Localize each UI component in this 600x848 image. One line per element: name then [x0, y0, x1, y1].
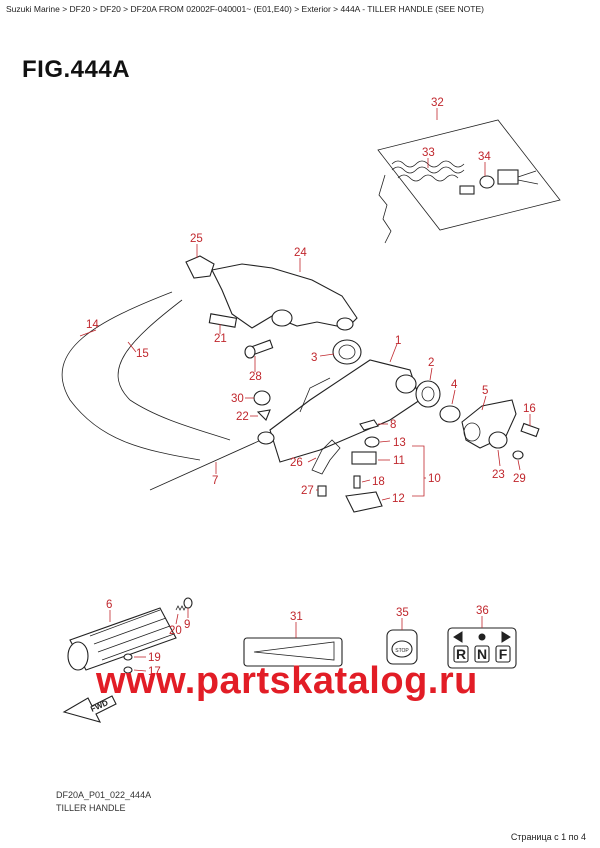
part-23-plate — [488, 431, 508, 449]
part-33-stop-lanyard — [378, 160, 475, 244]
part-8-bolt — [359, 419, 379, 431]
watermark: www.partskatalog.ru — [96, 660, 478, 702]
diagram-name: TILLER HANDLE — [56, 803, 126, 813]
callout-36[interactable]: 36 — [476, 605, 489, 617]
part-26-spring — [311, 439, 341, 475]
callout-17[interactable]: 17 — [148, 666, 161, 678]
callout-9[interactable]: 9 — [184, 619, 190, 631]
part-31-decal — [243, 637, 343, 667]
shift-label-f: F — [499, 646, 508, 662]
part-32-kit-box — [377, 119, 561, 231]
part-30-grommet — [253, 390, 271, 406]
breadcrumb[interactable]: Suzuki Marine > DF20 > DF20 > DF20A FROM… — [6, 4, 484, 14]
part-24-tiller-bracket — [211, 263, 358, 331]
stop-plate-label: STOP — [395, 648, 409, 654]
callout-16[interactable]: 16 — [523, 403, 536, 415]
part-14-throttle-cable — [61, 291, 201, 461]
part-12-adjuster-plate — [345, 491, 383, 513]
part-16-bolt — [520, 422, 540, 438]
part-36-shift-decal: R N F — [447, 627, 517, 669]
part-1-tiller-handle — [269, 359, 421, 463]
callout-14[interactable]: 14 — [86, 319, 99, 331]
part-17-screw — [123, 666, 133, 674]
part-11-adjuster — [351, 451, 377, 465]
callout-numbers: 32 33 34 25 24 14 15 21 28 3 1 2 4 5 16 … — [86, 97, 536, 678]
part-3-bushing — [332, 339, 362, 365]
callout-5[interactable]: 5 — [482, 385, 488, 397]
shift-label-r: R — [456, 646, 466, 662]
callout-27[interactable]: 27 — [301, 485, 314, 497]
part-35-stop-plate: STOP — [386, 629, 418, 665]
part-2-washer — [415, 380, 441, 408]
callout-18[interactable]: 18 — [372, 476, 385, 488]
diagram-code: DF20A_P01_022_444A — [56, 790, 152, 800]
part-29-screw — [512, 450, 524, 460]
part-19-screw — [123, 653, 133, 661]
part-15-throttle-cable — [117, 299, 231, 441]
callout-31[interactable]: 31 — [290, 611, 303, 623]
part-9-screw — [183, 597, 193, 609]
page-number: Страница с 1 по 4 — [510, 832, 586, 842]
callout-4[interactable]: 4 — [451, 379, 458, 391]
callout-1[interactable]: 1 — [395, 335, 401, 347]
part-6-throttle-grip — [67, 607, 177, 671]
part-34-stop-switch — [479, 169, 539, 189]
callout-10[interactable]: 10 — [428, 473, 441, 485]
callout-19[interactable]: 19 — [148, 652, 161, 664]
part-27-screw — [317, 485, 327, 497]
callout-29[interactable]: 29 — [513, 473, 526, 485]
shift-label-n: N — [477, 646, 487, 662]
callout-34[interactable]: 34 — [478, 151, 491, 163]
callout-24[interactable]: 24 — [294, 247, 307, 259]
part-4-bushing — [439, 405, 461, 423]
callout-25[interactable]: 25 — [190, 233, 203, 245]
callout-12[interactable]: 12 — [392, 493, 405, 505]
part-18-screw — [353, 475, 361, 489]
callout-22[interactable]: 22 — [236, 411, 249, 423]
part-22-clip — [256, 409, 271, 421]
callout-28[interactable]: 28 — [249, 371, 262, 383]
part-20-spring — [175, 605, 187, 611]
part-25-cable-bracket — [185, 255, 215, 279]
callout-11[interactable]: 11 — [393, 455, 405, 467]
callout-7[interactable]: 7 — [212, 475, 218, 487]
callout-33[interactable]: 33 — [422, 147, 435, 159]
callout-26[interactable]: 26 — [290, 457, 303, 469]
part-7-shift-rod — [149, 431, 275, 491]
callout-8[interactable]: 8 — [390, 419, 396, 431]
part-13-washer — [364, 436, 380, 448]
callout-30[interactable]: 30 — [231, 393, 244, 405]
callout-13[interactable]: 13 — [393, 437, 406, 449]
callout-35[interactable]: 35 — [396, 607, 409, 619]
part-21-bolt — [208, 313, 238, 328]
callout-2[interactable]: 2 — [428, 357, 434, 369]
callout-23[interactable]: 23 — [492, 469, 505, 481]
leader-lines — [79, 108, 531, 672]
part-28-bolt — [244, 339, 274, 359]
callout-3[interactable]: 3 — [311, 352, 317, 364]
callout-21[interactable]: 21 — [214, 333, 227, 345]
callout-6[interactable]: 6 — [106, 599, 112, 611]
figure-title: FIG.444A — [22, 56, 131, 83]
callout-32[interactable]: 32 — [431, 97, 444, 109]
callout-20[interactable]: 20 — [169, 625, 182, 637]
callout-15[interactable]: 15 — [136, 348, 149, 360]
